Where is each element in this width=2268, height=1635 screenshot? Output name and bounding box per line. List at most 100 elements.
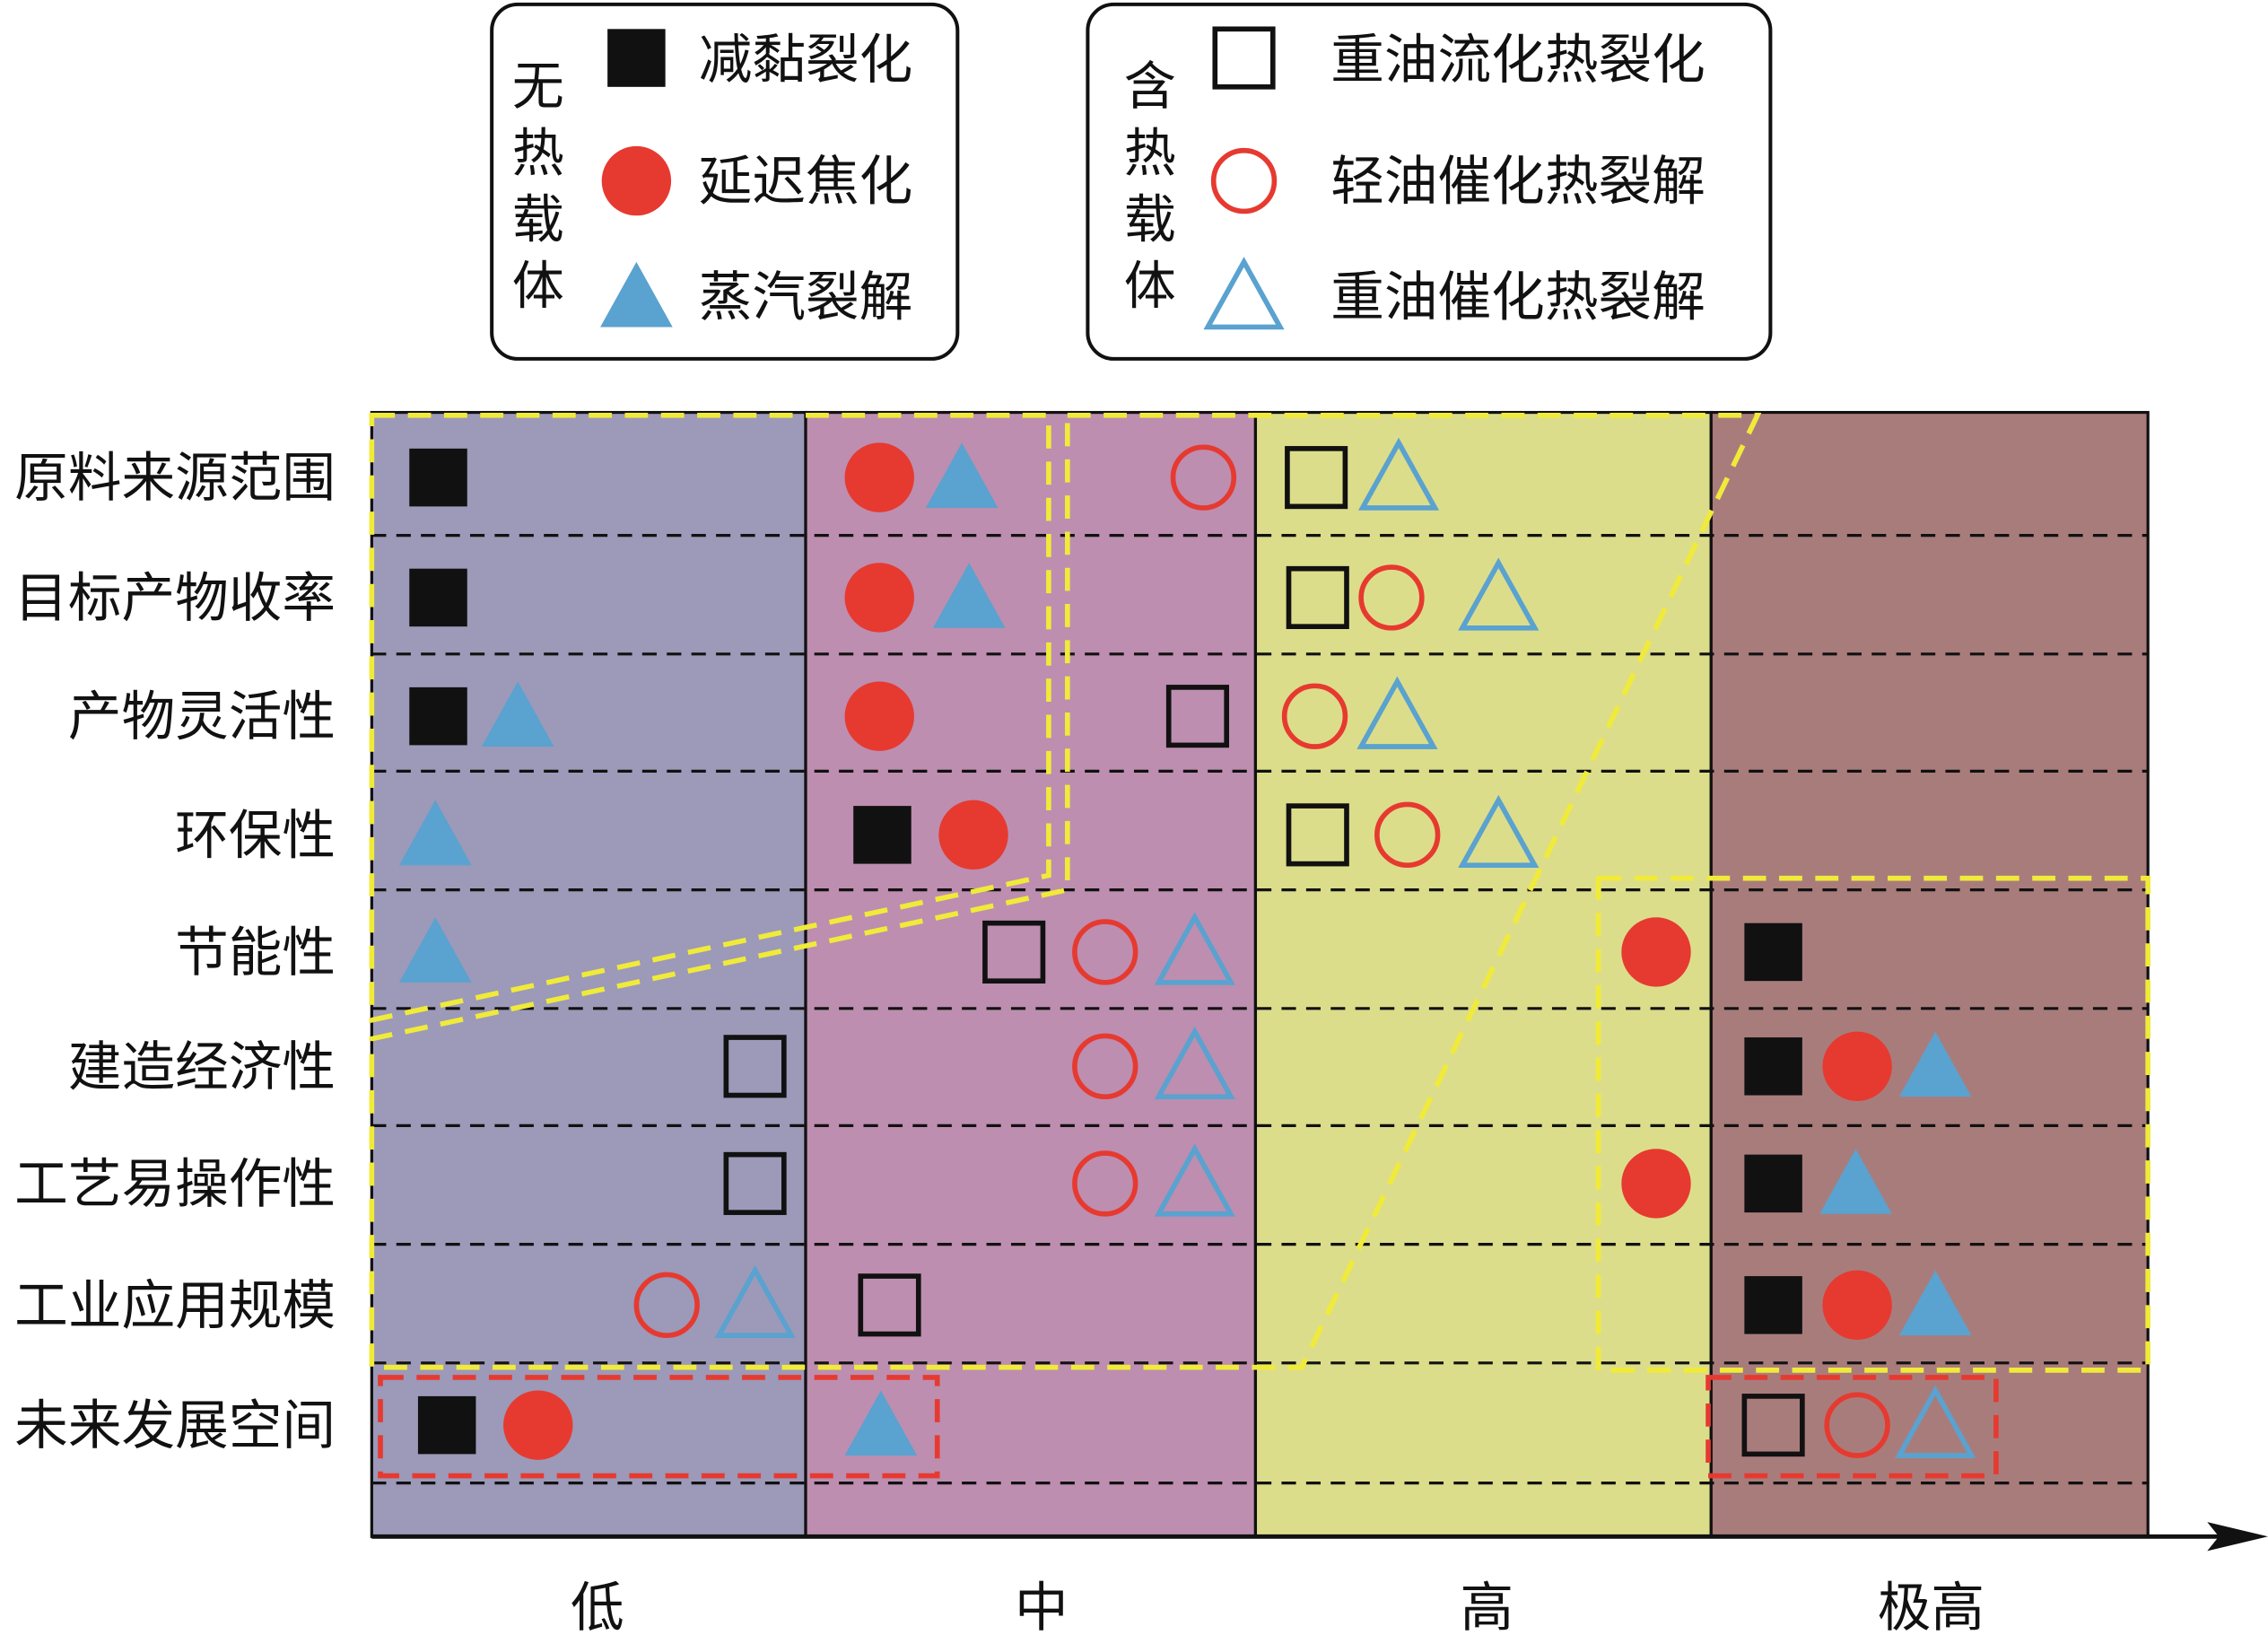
filled-triangle-marker — [398, 917, 472, 983]
filled-square-marker — [1744, 1276, 1802, 1334]
legend-label: 延迟焦化 — [699, 152, 913, 214]
filled-circle-marker — [601, 145, 672, 216]
row-label: 未来发展空间 — [14, 1395, 336, 1457]
legend-group-title-char: 热 — [512, 122, 564, 183]
row-gridlines — [371, 534, 2149, 1485]
row-label: 环保性 — [175, 805, 336, 867]
row-labels: 原料来源范围目标产物收率产物灵活性环保性节能性建造经济性工艺易操作性工业应用规模… — [14, 448, 336, 1457]
filled-triangle-marker — [925, 442, 999, 508]
open-circle-marker — [1170, 444, 1237, 511]
yellow-group-low — [369, 412, 1051, 1024]
legend-group-title-char: 无 — [512, 56, 564, 117]
filled-circle-marker — [1621, 917, 1691, 987]
open-triangle-marker — [1895, 1385, 1976, 1458]
open-square-marker — [1286, 803, 1349, 867]
filled-square-marker — [1744, 1154, 1802, 1213]
open-triangle-marker — [1356, 676, 1438, 749]
filled-triangle-marker — [1898, 1270, 1972, 1336]
filled-square-marker — [1744, 1037, 1802, 1096]
filled-circle-marker — [938, 800, 1008, 870]
open-circle-marker — [1374, 801, 1441, 869]
legend-group-title-char: 载 — [1124, 188, 1176, 249]
filled-triangle-marker — [1898, 1031, 1972, 1097]
legend-group-title-char: 含 — [1124, 56, 1176, 117]
level-label: 中 — [1015, 1578, 1069, 1635]
open-circle-marker — [633, 1272, 700, 1339]
markers — [398, 437, 1976, 1460]
open-square-marker — [723, 1151, 787, 1215]
filled-square-marker — [409, 568, 467, 627]
legend-group-title-char: 载 — [512, 188, 564, 249]
legend-group-title-char: 体 — [512, 256, 564, 317]
open-square-marker — [1285, 446, 1348, 510]
legend-label: 减黏裂化 — [699, 30, 913, 92]
yellow-group-mid — [369, 412, 1762, 1370]
legend-label: 重油流化热裂化 — [1330, 30, 1705, 92]
open-square-marker — [1741, 1394, 1805, 1457]
open-square-marker — [723, 1035, 787, 1098]
filled-square-marker — [853, 806, 912, 864]
legend-label: 轻油催化热裂解 — [1330, 152, 1705, 214]
open-circle-marker — [1072, 1150, 1138, 1217]
filled-circle-marker — [844, 563, 914, 633]
legend-label: 重油催化热裂解 — [1330, 267, 1705, 329]
open-circle-marker — [1824, 1392, 1890, 1458]
open-triangle-marker — [1458, 557, 1540, 631]
open-triangle-marker — [1203, 257, 1285, 330]
legend-with-heat-carrier: 含 热 载 体 重油流化热裂化 轻油催化热裂解 重油催化热裂解 — [1086, 2, 1773, 361]
filled-square-marker — [1744, 922, 1802, 982]
filled-triangle-marker — [481, 681, 554, 747]
legend-group-title-char: 体 — [1124, 256, 1176, 317]
legend-group-title-char: 热 — [1124, 122, 1176, 183]
legend-without-heat-carrier: 无 热 载 体 减黏裂化 延迟焦化 蒸汽裂解 — [490, 2, 960, 361]
filled-triangle-marker — [844, 1390, 918, 1456]
open-square-marker — [1212, 26, 1276, 90]
red-group-future-right — [1705, 1375, 1999, 1479]
x-axis — [371, 1522, 2268, 1552]
row-label: 原料来源范围 — [14, 448, 336, 510]
open-circle-marker — [1358, 564, 1425, 631]
row-label: 工艺易操作性 — [14, 1154, 336, 1216]
open-square-marker — [1286, 565, 1349, 630]
row-label: 建造经济性 — [68, 1036, 336, 1098]
filled-triangle-marker — [932, 563, 1006, 628]
axis-arrow-icon — [2207, 1522, 2268, 1552]
legend-label: 蒸汽裂解 — [699, 267, 913, 329]
filled-circle-marker — [1621, 1149, 1691, 1219]
row-label: 目标产物收率 — [14, 568, 336, 630]
open-triangle-marker — [714, 1264, 796, 1339]
open-triangle-marker — [1154, 1026, 1235, 1099]
filled-triangle-marker — [600, 261, 673, 328]
level-label: 低 — [571, 1578, 624, 1635]
filled-circle-marker — [844, 442, 914, 512]
filled-circle-marker — [844, 681, 914, 751]
open-circle-marker — [1281, 683, 1348, 749]
open-triangle-marker — [1357, 437, 1440, 511]
filled-square-marker — [409, 686, 467, 746]
grouping-outlines — [369, 412, 2151, 1479]
filled-triangle-marker — [398, 800, 472, 866]
open-square-marker — [982, 920, 1046, 984]
filled-circle-marker — [503, 1390, 573, 1460]
open-circle-marker — [1210, 147, 1278, 214]
filled-circle-marker — [1822, 1270, 1892, 1341]
row-label: 产物灵活性 — [68, 686, 336, 748]
filled-square-marker — [417, 1395, 476, 1455]
filled-square-marker — [607, 29, 666, 87]
open-circle-marker — [1072, 919, 1138, 985]
open-square-marker — [858, 1273, 921, 1337]
open-triangle-marker — [1154, 1143, 1235, 1217]
yellow-group-very-high — [1595, 875, 2151, 1373]
level-label: 极高 — [1878, 1578, 1984, 1635]
filled-circle-marker — [1822, 1031, 1892, 1101]
open-square-marker — [1165, 685, 1230, 748]
open-circle-marker — [1072, 1033, 1138, 1099]
level-labels: 低 中 高 极高 — [571, 1578, 1984, 1635]
row-label: 工业应用规模 — [14, 1275, 336, 1337]
filled-triangle-marker — [1819, 1149, 1892, 1214]
row-label: 节能性 — [175, 922, 336, 984]
level-label: 高 — [1461, 1578, 1514, 1635]
open-triangle-marker — [1154, 912, 1235, 985]
filled-square-marker — [409, 448, 467, 507]
